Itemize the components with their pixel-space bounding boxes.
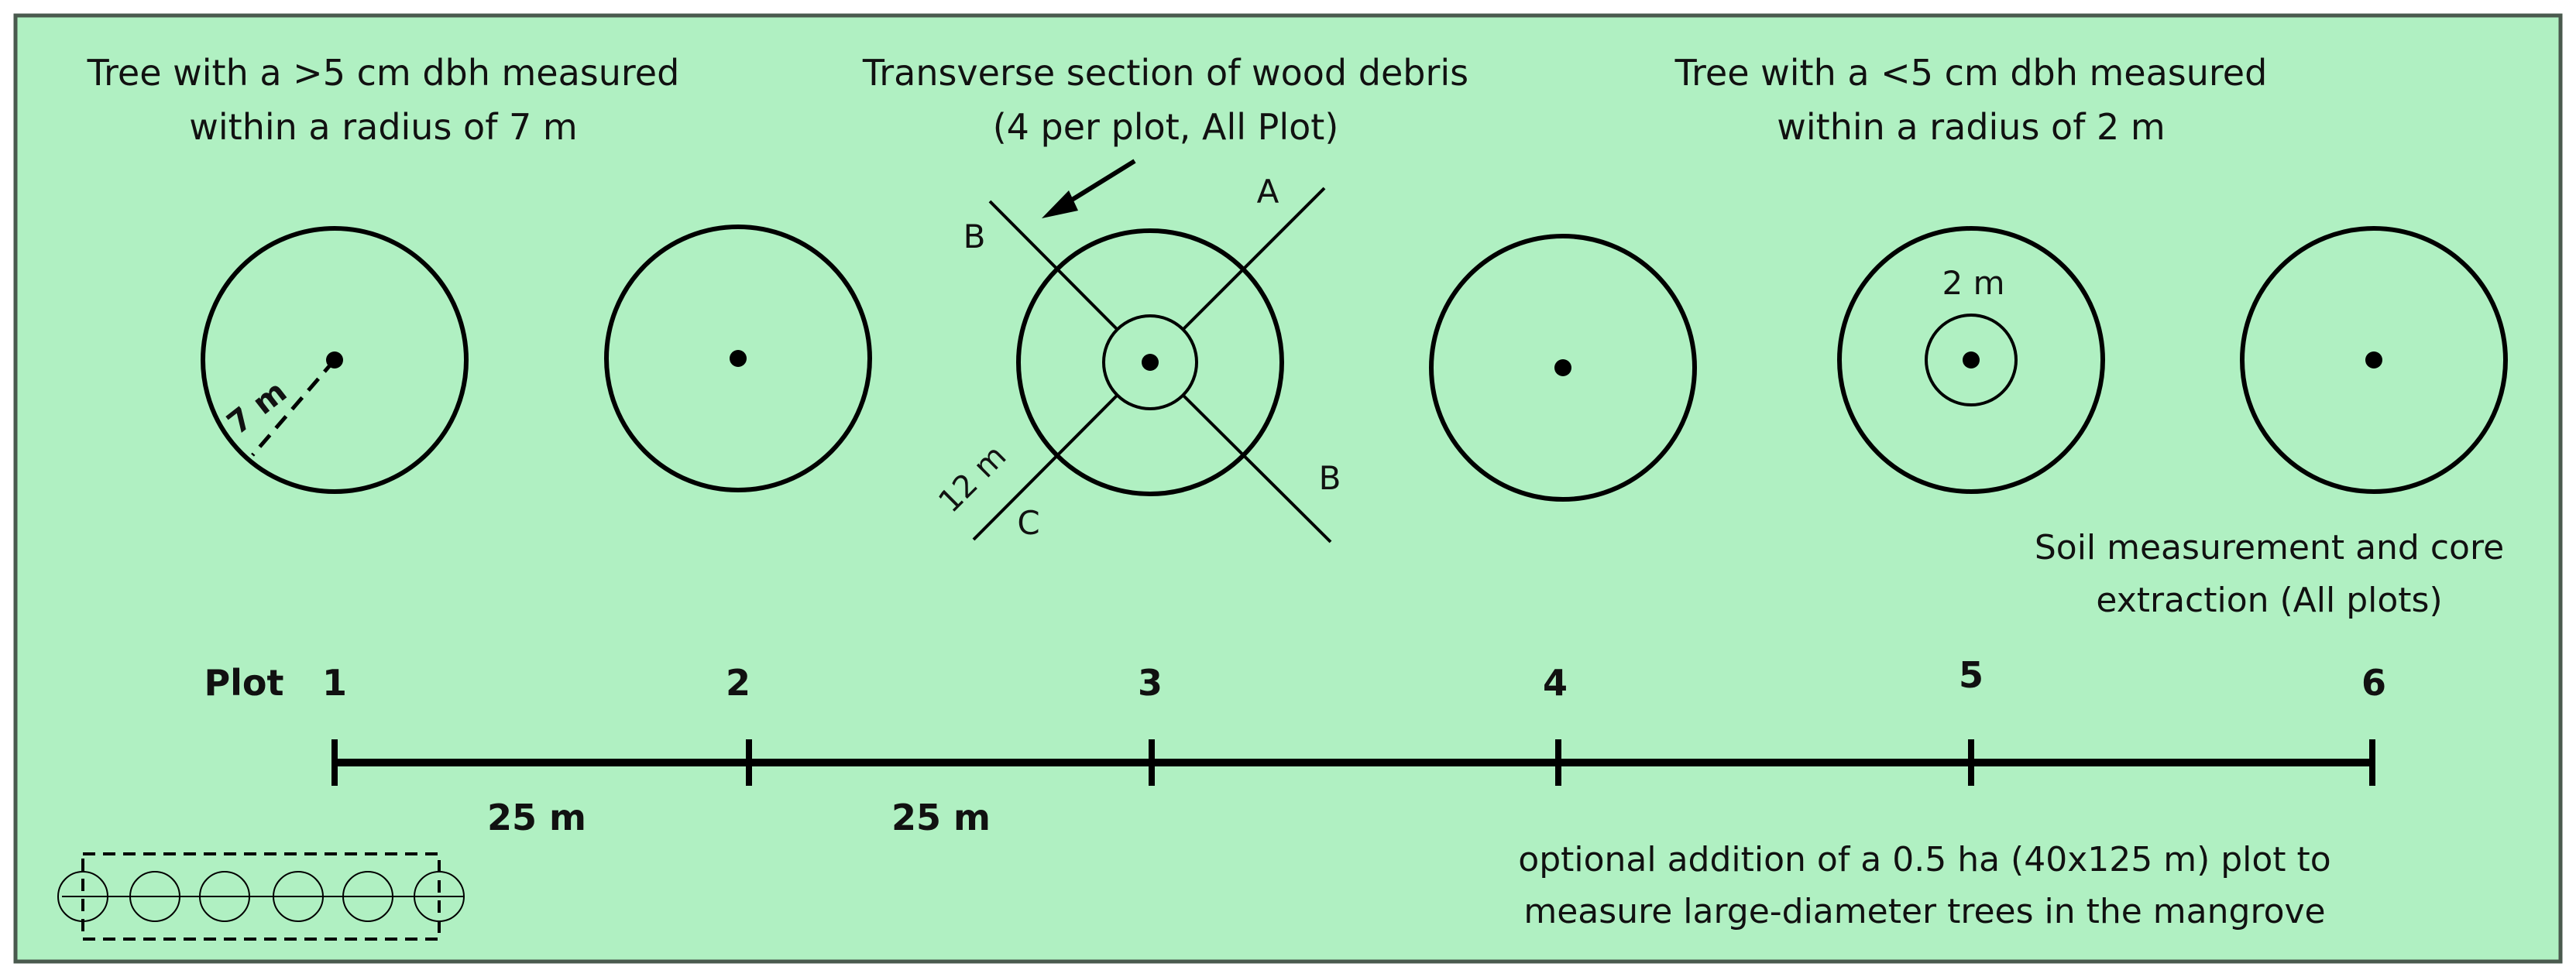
plot-number-1: 1: [322, 662, 347, 704]
transect-bb-lower: [1182, 394, 1332, 543]
plot-4-center-dot: [1554, 359, 1571, 376]
caption-debris-line2: (4 per plot, All Plot): [993, 106, 1339, 148]
plot-5-circle: [1837, 226, 2105, 494]
radius-2m-label: 2 m: [1942, 264, 2005, 302]
caption-small-trees-line1: Tree with a <5 cm dbh measured: [1674, 52, 2268, 94]
spacing-label-2: 25 m: [891, 797, 991, 838]
plot-number-3: 3: [1138, 662, 1163, 704]
debris-pointer-arrow: [1042, 159, 1136, 218]
background-panel: [13, 13, 2563, 964]
caption-optional-line1: optional addition of a 0.5 ha (40x125 m)…: [1518, 840, 2330, 879]
transect-label-b-bottom: B: [1319, 459, 1341, 497]
plot-6-circle: [2240, 226, 2508, 494]
transect-ac-lower: [972, 394, 1118, 541]
plot-number-5: 5: [1959, 654, 1984, 696]
plot-2-center-dot: [730, 350, 747, 367]
radius-7m-line: [251, 358, 336, 457]
plot-3-circle: [972, 187, 1332, 543]
caption-optional-line2: measure large-diameter trees in the mang…: [1523, 892, 2325, 931]
plot-3-center-dot: [1142, 354, 1159, 371]
spacing-label-1: 25 m: [487, 797, 586, 838]
plot-5-center-dot: [1963, 351, 1980, 369]
transect-label-a: A: [1257, 173, 1279, 211]
plot-number-2: 2: [726, 662, 750, 704]
optional-plot-overview: [57, 852, 465, 941]
plot-3-inner-circle: [1102, 314, 1198, 410]
plot-1-circle: [201, 226, 469, 494]
caption-soil-line2: extraction (All plots): [2096, 581, 2442, 620]
caption-debris-line1: Transverse section of wood debris: [862, 52, 1468, 94]
plot-number-4: 4: [1543, 662, 1568, 704]
plot-axis-line: [331, 739, 2375, 786]
plot-6-center-dot: [2365, 351, 2382, 369]
axis-title-plot: Plot: [204, 662, 283, 704]
plot-5-inner-circle: [1925, 314, 2018, 406]
transect-label-b-top: B: [963, 218, 986, 255]
transect-ac-upper: [1182, 187, 1326, 331]
transect-label-c: C: [1017, 504, 1039, 542]
transect-bb-upper: [988, 200, 1118, 331]
caption-soil-line1: Soil measurement and core: [2035, 528, 2504, 567]
caption-small-trees-line2: within a radius of 2 m: [1777, 106, 2165, 148]
plot-2-circle: [604, 225, 872, 492]
caption-large-trees-line2: within a radius of 7 m: [189, 106, 577, 148]
plot-4-circle: [1429, 234, 1697, 502]
caption-large-trees-line1: Tree with a >5 cm dbh measured: [87, 52, 680, 94]
plot-number-6: 6: [2361, 662, 2386, 704]
